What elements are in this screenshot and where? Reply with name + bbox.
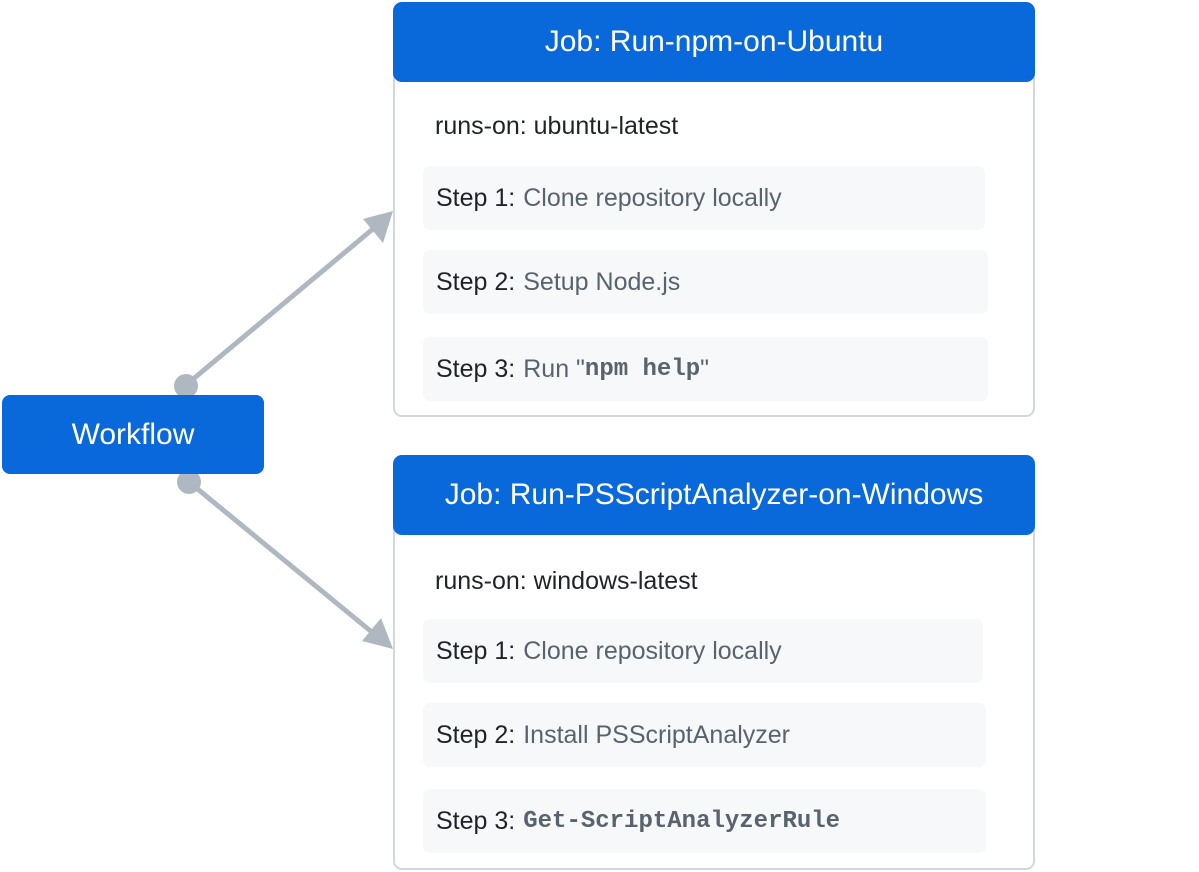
quote-open: " — [576, 354, 585, 383]
step-code: Get-ScriptAnalyzerRule — [523, 807, 841, 835]
connector-to-ubuntu-job — [183, 225, 377, 388]
arrowhead-ubuntu-job — [363, 211, 393, 243]
step-label: Step 3: — [436, 354, 516, 383]
step-2-windows: Step 2: Install PSScriptAnalyzer — [423, 703, 986, 767]
step-1-windows: Step 1: Clone repository locally — [423, 619, 983, 683]
step-label: Step 2: — [436, 720, 516, 749]
step-code: npm help — [584, 355, 701, 383]
step-label: Step 1: — [436, 183, 516, 212]
runs-on-windows: runs-on: windows-latest — [435, 567, 698, 595]
step-label: Step 2: — [436, 267, 516, 296]
arrowhead-windows-job — [362, 618, 393, 649]
step-text-prefix: Run — [523, 354, 577, 383]
workflow-node: Workflow — [2, 395, 264, 474]
step-text: Install PSScriptAnalyzer — [523, 720, 791, 749]
step-1-ubuntu: Step 1: Clone repository locally — [423, 166, 985, 230]
job-title-ubuntu: Job: Run-npm-on-Ubuntu — [393, 2, 1035, 82]
job-card-windows: Job: Run-PSScriptAnalyzer-on-Windows run… — [393, 455, 1035, 870]
quote-close: " — [700, 354, 710, 383]
step-3-ubuntu: Step 3: Run " npm help " — [423, 337, 988, 401]
step-text: Clone repository locally — [523, 636, 782, 665]
step-text: Setup Node.js — [523, 267, 681, 296]
step-3-windows: Step 3: Get-ScriptAnalyzerRule — [423, 789, 986, 853]
step-2-ubuntu: Step 2: Setup Node.js — [423, 250, 988, 314]
step-label: Step 1: — [436, 636, 516, 665]
step-text: Clone repository locally — [523, 183, 782, 212]
job-title-windows: Job: Run-PSScriptAnalyzer-on-Windows — [393, 455, 1035, 535]
connector-to-windows-job — [186, 479, 376, 636]
runs-on-ubuntu: runs-on: ubuntu-latest — [435, 112, 679, 140]
step-label: Step 3: — [436, 806, 516, 835]
job-card-ubuntu: Job: Run-npm-on-Ubuntu runs-on: ubuntu-l… — [393, 2, 1035, 417]
